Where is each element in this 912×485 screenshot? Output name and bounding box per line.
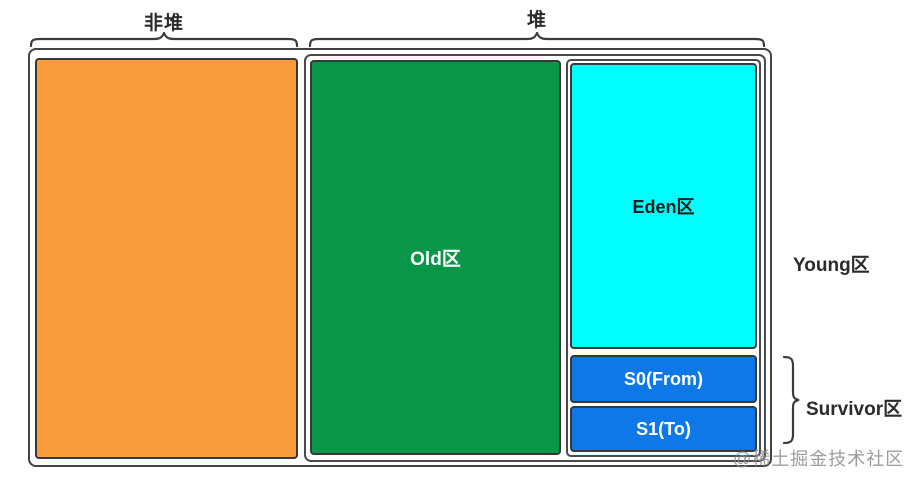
- heap-title: 堆: [526, 10, 547, 31]
- watermark: @稀土掘金技术社区: [733, 449, 905, 469]
- nonheap-brace: [30, 32, 298, 47]
- survivor-side-label: Survivor区: [806, 399, 903, 420]
- s1-region-label: S1(To): [636, 418, 691, 439]
- heap-brace-icon: [309, 32, 765, 47]
- young-side-label: Young区: [793, 255, 870, 276]
- nonheap-title: 非堆: [143, 13, 184, 34]
- s0-region: S0(From): [570, 355, 757, 403]
- eden-region: Eden区: [570, 63, 757, 349]
- survivor-brace: [783, 356, 801, 444]
- old-region-label: Old区: [410, 249, 461, 270]
- s0-region-label: S0(From): [623, 368, 703, 389]
- survivor-brace-icon: [783, 356, 800, 444]
- nonheap-region: [35, 58, 298, 459]
- nonheap-brace-icon: [30, 32, 298, 47]
- old-region: Old区: [310, 60, 561, 455]
- heap-brace: [309, 32, 765, 47]
- s1-region: S1(To): [570, 406, 757, 452]
- eden-region-label: Eden区: [632, 197, 695, 217]
